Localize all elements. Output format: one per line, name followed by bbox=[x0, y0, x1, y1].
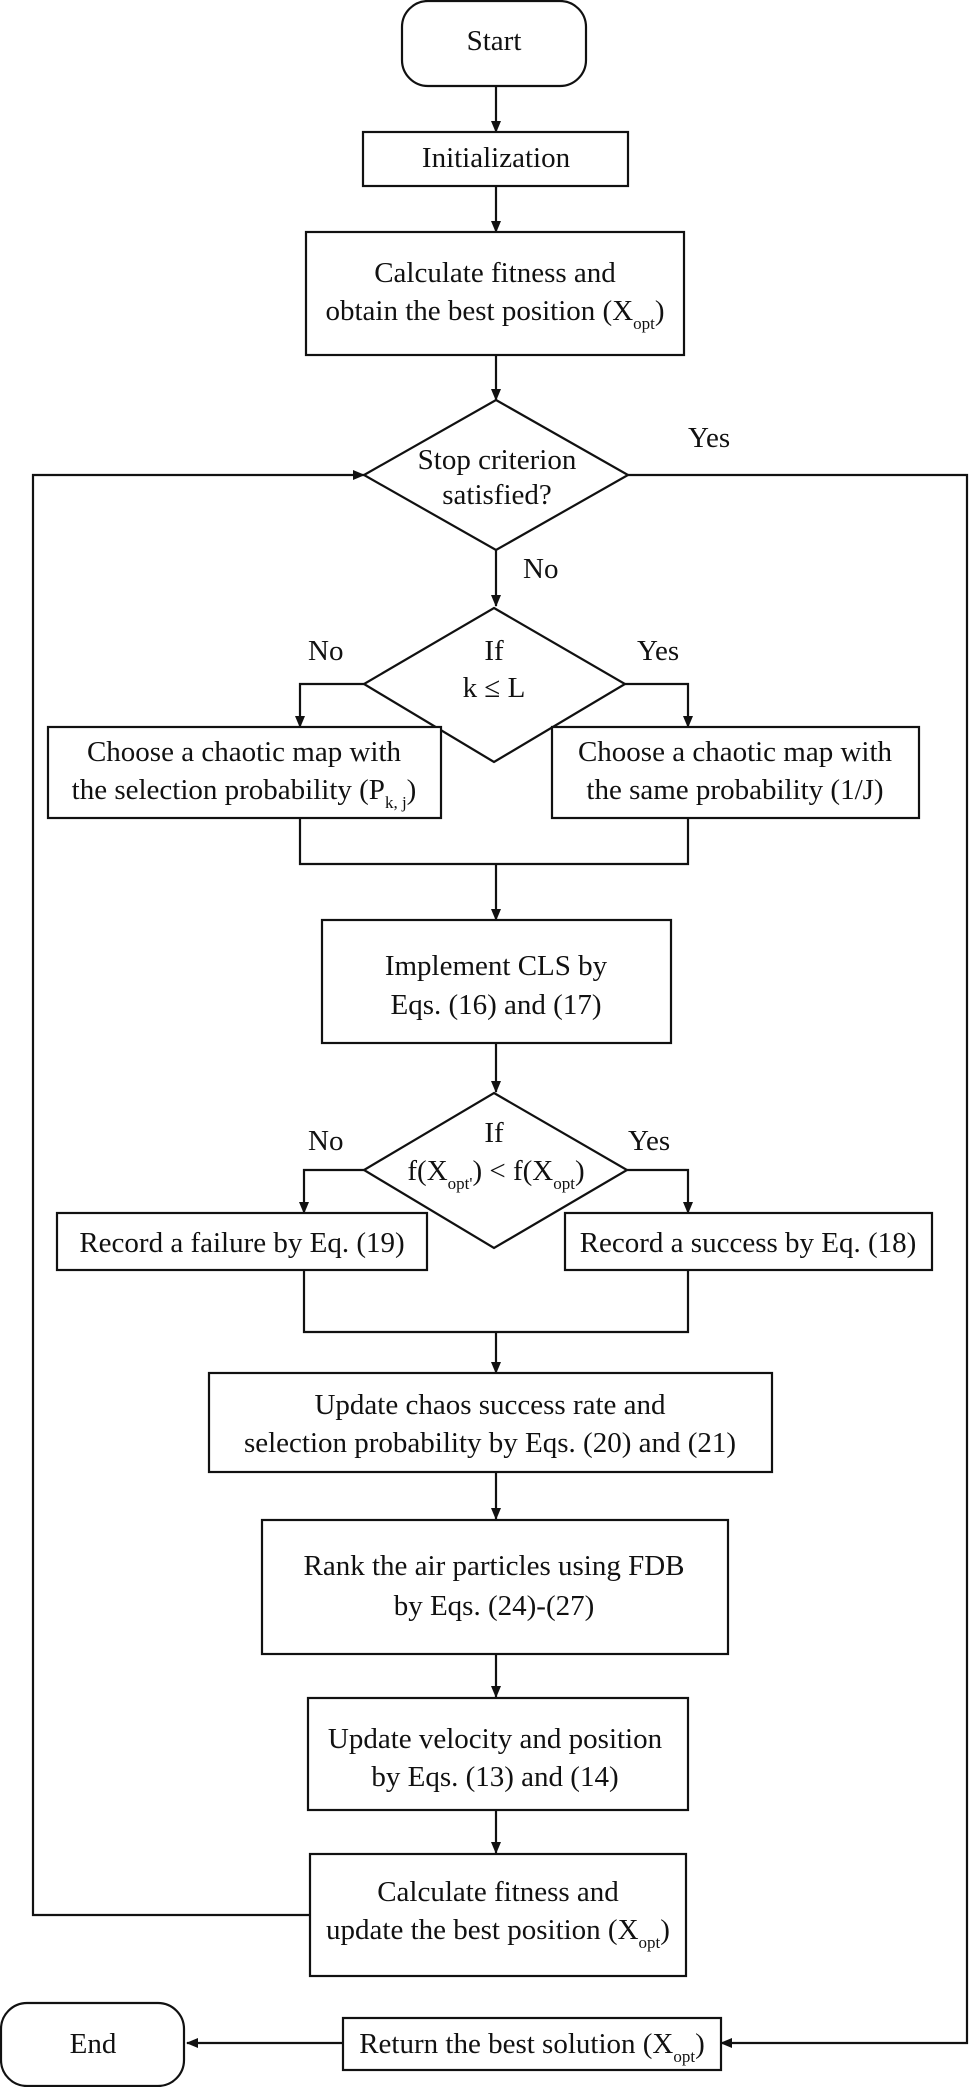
k-no-label: No bbox=[308, 635, 343, 667]
update-chaos-line2: selection probability by Eqs. (20) and (… bbox=[244, 1427, 736, 1459]
return-best-label: Return the best solution (Xopt) bbox=[359, 2028, 705, 2066]
update-velocity-line1: Update velocity and position bbox=[328, 1723, 663, 1755]
implement-cls-line2: Eqs. (16) and (17) bbox=[390, 989, 601, 1021]
end-label: End bbox=[70, 2028, 117, 2060]
implement-cls-line1: Implement CLS by bbox=[385, 950, 608, 982]
stop-criterion-line1: Stop criterion bbox=[418, 444, 577, 476]
rank-particles-line2: by Eqs. (24)-(27) bbox=[394, 1590, 595, 1622]
update-chaos-line1: Update chaos success rate and bbox=[314, 1389, 666, 1421]
chaotic-same-line2: the same probability (1/J) bbox=[586, 774, 883, 806]
connectors bbox=[31, 86, 969, 2048]
stop-criterion-decision: Stop criterion satisfied? bbox=[361, 398, 631, 552]
arrow-stop-yes-to-return bbox=[628, 473, 969, 2048]
return-best-box: Return the best solution (Xopt) bbox=[341, 2016, 723, 2072]
update-velocity-line2: by Eqs. (13) and (14) bbox=[371, 1761, 618, 1793]
initialization-box: Initialization bbox=[361, 130, 630, 188]
record-failure-box: Record a failure by Eq. (19) bbox=[55, 1211, 429, 1272]
calc-update-box: Calculate fitness and update the best po… bbox=[308, 1852, 688, 1978]
initialization-label: Initialization bbox=[422, 142, 571, 174]
k-decision-line2: k ≤ L bbox=[463, 672, 526, 704]
stop-no-label: No bbox=[523, 553, 558, 585]
arrow-f-yes bbox=[627, 1168, 693, 1214]
record-success-label: Record a success by Eq. (18) bbox=[580, 1227, 917, 1259]
f-decision-line2: f(Xopt') < f(Xopt) bbox=[407, 1155, 584, 1193]
rank-particles-line1: Rank the air particles using FDB bbox=[304, 1550, 685, 1582]
k-yes-label: Yes bbox=[637, 635, 679, 667]
update-chaos-box: Update chaos success rate and selection … bbox=[207, 1371, 774, 1474]
merge-chaotic bbox=[298, 818, 690, 866]
calc-update-line2: update the best position (Xopt) bbox=[326, 1914, 670, 1952]
start-label: Start bbox=[467, 25, 522, 57]
chaotic-selection-line2: the selection probability (Pk, j) bbox=[72, 774, 417, 812]
f-yes-label: Yes bbox=[628, 1125, 670, 1157]
calc-fitness-line1: Calculate fitness and bbox=[374, 257, 616, 289]
end-terminal: End bbox=[0, 2001, 186, 2087]
k-decision: If k ≤ L bbox=[361, 606, 628, 764]
chaotic-same-box: Choose a chaotic map with the same proba… bbox=[550, 725, 921, 820]
stop-yes-label: Yes bbox=[688, 422, 730, 454]
calc-fitness-line2: obtain the best position (Xopt) bbox=[325, 295, 664, 333]
calc-fitness-box: Calculate fitness and obtain the best po… bbox=[304, 230, 686, 357]
fitness-compare-decision: If f(Xopt') < f(Xopt) bbox=[361, 1091, 630, 1250]
stop-criterion-line2: satisfied? bbox=[442, 479, 552, 511]
update-velocity-box: Update velocity and position by Eqs. (13… bbox=[306, 1696, 690, 1812]
record-success-box: Record a success by Eq. (18) bbox=[563, 1211, 934, 1272]
k-decision-line1: If bbox=[484, 635, 504, 667]
implement-cls-box: Implement CLS by Eqs. (16) and (17) bbox=[320, 918, 673, 1045]
loop-back-arrow bbox=[31, 470, 365, 1917]
start-terminal: Start bbox=[400, 0, 588, 88]
f-no-label: No bbox=[308, 1125, 343, 1157]
merge-record bbox=[302, 1270, 690, 1334]
arrow-k-yes bbox=[625, 682, 693, 728]
arrow-k-no bbox=[295, 682, 364, 728]
chaotic-selection-line1: Choose a chaotic map with bbox=[87, 736, 402, 768]
record-failure-label: Record a failure by Eq. (19) bbox=[79, 1227, 404, 1259]
arrow-f-no bbox=[299, 1168, 364, 1214]
f-decision-line1: If bbox=[484, 1117, 504, 1149]
chaotic-selection-box: Choose a chaotic map with the selection … bbox=[46, 725, 443, 820]
chaotic-same-line1: Choose a chaotic map with bbox=[578, 736, 893, 768]
calc-update-line1: Calculate fitness and bbox=[377, 1876, 619, 1908]
rank-particles-box: Rank the air particles using FDB by Eqs.… bbox=[260, 1518, 730, 1656]
